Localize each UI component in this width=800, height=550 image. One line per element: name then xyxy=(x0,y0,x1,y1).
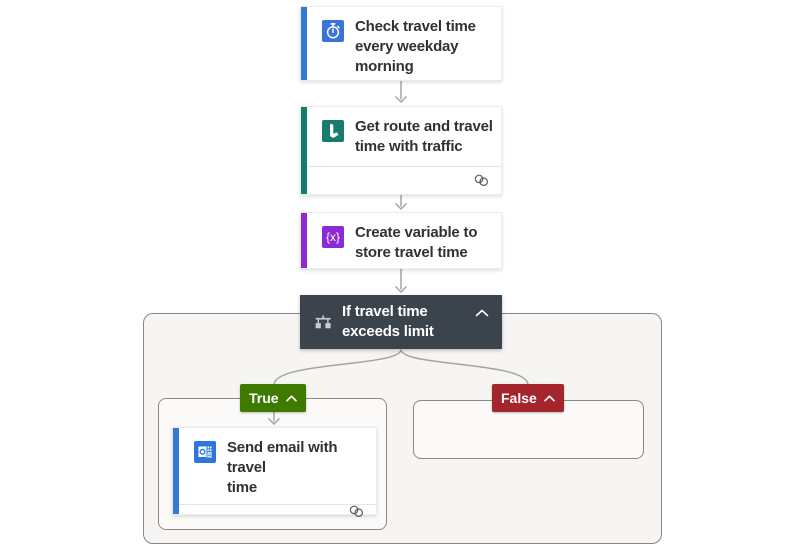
chevron-up-icon[interactable] xyxy=(543,394,555,402)
true-branch-badge[interactable]: True xyxy=(240,384,306,412)
false-branch-badge[interactable]: False xyxy=(492,384,564,412)
bing-icon xyxy=(322,120,344,142)
card-title-line: time xyxy=(227,479,258,496)
card-accent-bar xyxy=(301,213,307,268)
arrowhead-icon xyxy=(394,202,408,211)
card-title-line: Get route and travel xyxy=(355,118,493,135)
connection-icon xyxy=(474,174,489,186)
card-body: Check travel time every weekday morning xyxy=(307,7,501,83)
card-title-line: Create variable to xyxy=(355,224,478,241)
arrowhead-icon xyxy=(394,95,408,104)
false-branch-label: False xyxy=(501,390,537,406)
card-body: Get route and travel time with traffic xyxy=(307,107,501,163)
card-title-line: Check travel time xyxy=(355,18,476,35)
card-title: Get route and travel time with traffic xyxy=(355,117,493,157)
card-accent-bar xyxy=(301,7,307,80)
card-accent-bar xyxy=(173,428,179,514)
variable-icon: {x} xyxy=(322,226,344,248)
arrowhead-icon xyxy=(394,285,408,294)
card-title-line: every weekday xyxy=(355,38,459,55)
card-title: Check travel time every weekday morning xyxy=(355,17,476,77)
condition-title: If travel time exceeds limit xyxy=(342,302,434,342)
outlook-icon xyxy=(194,441,216,463)
stopwatch-icon xyxy=(322,20,344,42)
card-title: Create variable to store travel time xyxy=(355,223,477,263)
connection-icon xyxy=(349,505,364,517)
card-title-line: If travel time xyxy=(342,303,428,320)
card-body: Send email with travel time xyxy=(179,428,376,504)
card-body: {x} Create variable to store travel time xyxy=(307,213,501,269)
condition-card[interactable]: If travel time exceeds limit xyxy=(300,295,502,349)
card-footer xyxy=(307,166,501,194)
action-card-get-route[interactable]: Get route and travel time with traffic xyxy=(300,106,502,195)
chevron-up-icon[interactable] xyxy=(285,394,297,402)
card-title-line: morning xyxy=(355,58,414,75)
card-title: Send email with travel time xyxy=(227,438,370,498)
action-card-send-email[interactable]: Send email with travel time xyxy=(172,427,377,518)
card-title-line: time with traffic xyxy=(355,138,463,155)
card-title-line: exceeds limit xyxy=(342,323,434,340)
action-card-recurrence[interactable]: Check travel time every weekday morning xyxy=(300,6,502,81)
action-card-create-variable[interactable]: {x} Create variable to store travel time xyxy=(300,212,502,269)
card-accent-bar xyxy=(301,107,307,194)
variable-glyph: {x} xyxy=(325,230,340,244)
collapse-chevron-up-icon[interactable] xyxy=(475,304,489,322)
condition-icon xyxy=(315,315,331,328)
true-branch-label: True xyxy=(249,390,279,406)
card-title-line: Send email with travel xyxy=(227,439,338,476)
card-footer xyxy=(179,504,376,518)
card-title-line: store travel time xyxy=(355,244,468,261)
